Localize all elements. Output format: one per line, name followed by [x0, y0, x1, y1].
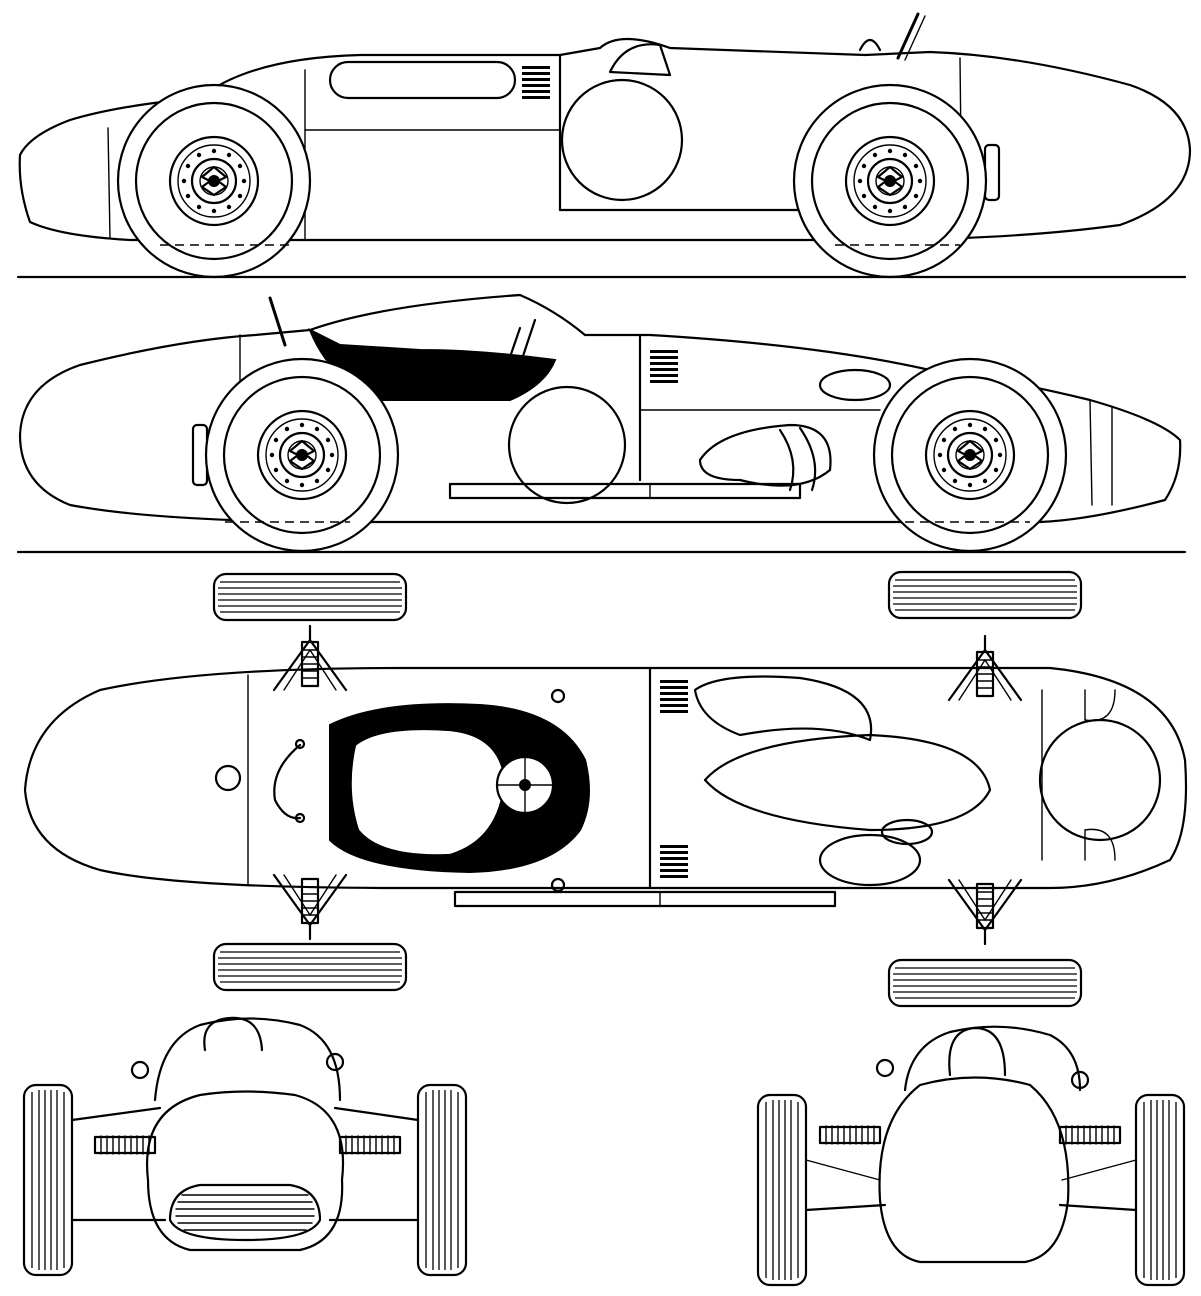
- view-rear: [756, 1025, 1186, 1287]
- view-front: [22, 1016, 468, 1277]
- view-right-side: [16, 293, 1187, 554]
- view-left-side: [16, 12, 1192, 279]
- radiator-grille-front: [175, 1194, 315, 1231]
- view-top: [23, 570, 1188, 1008]
